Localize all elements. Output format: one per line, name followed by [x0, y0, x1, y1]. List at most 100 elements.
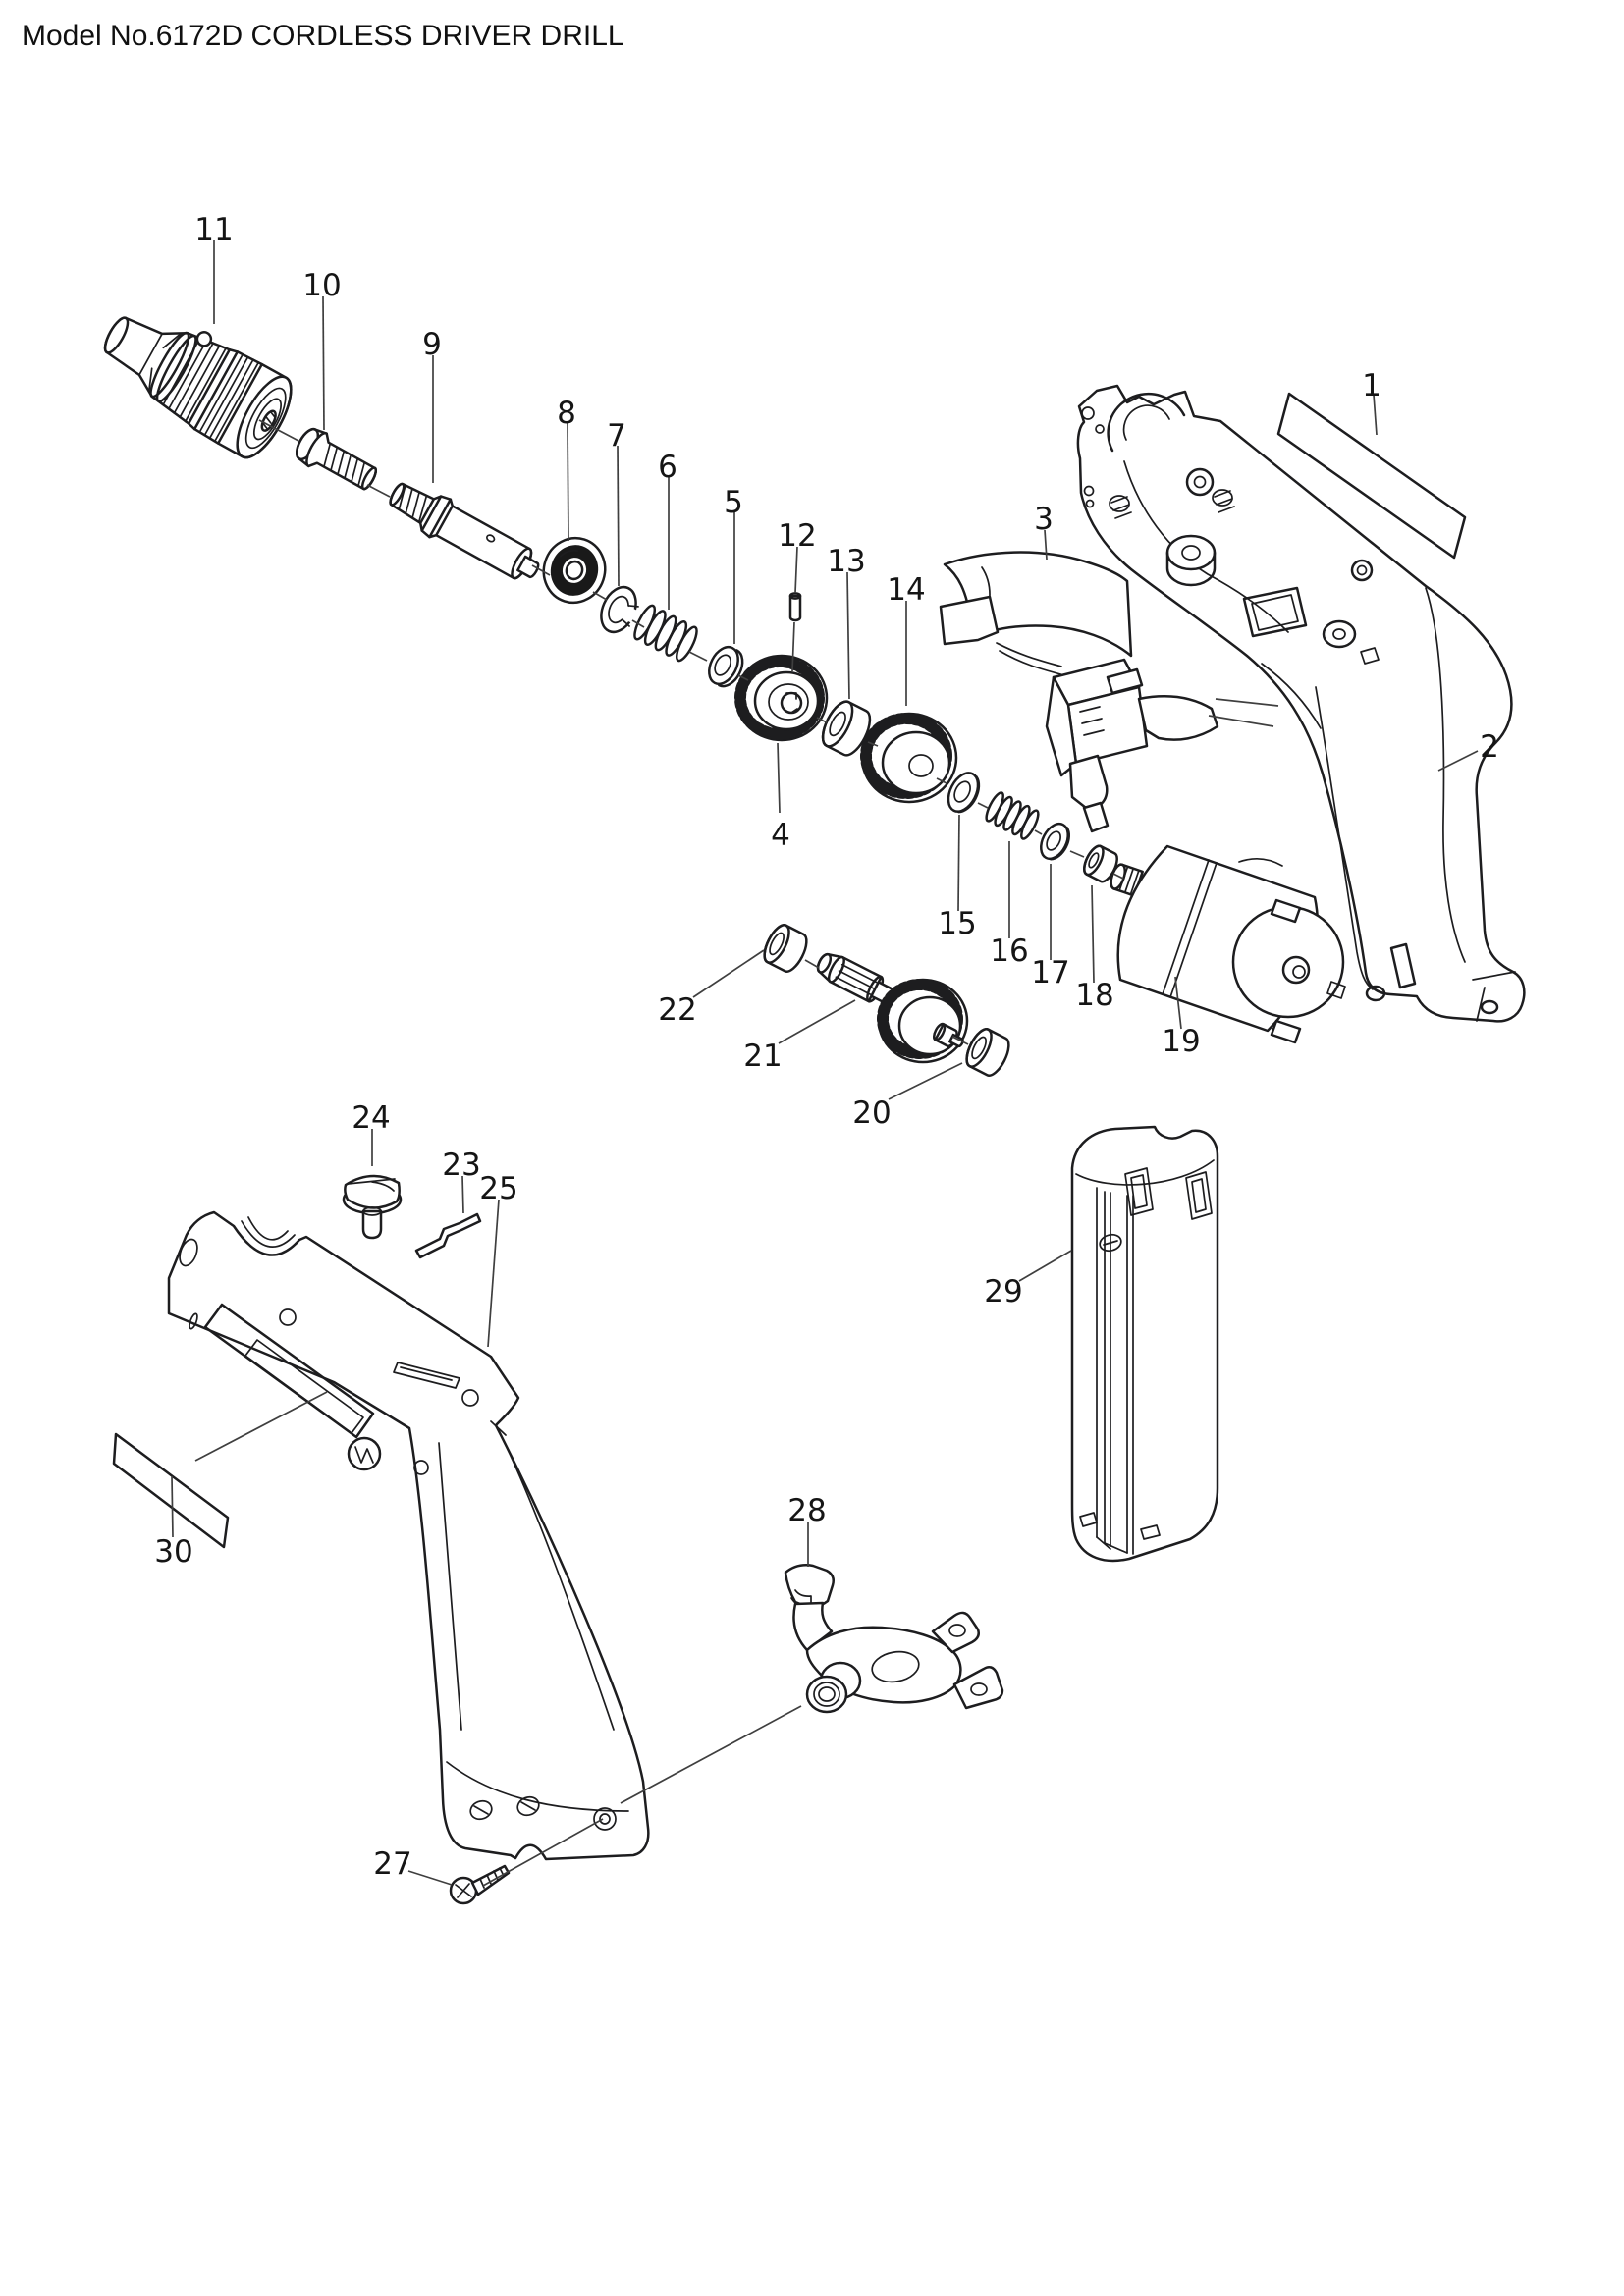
part-24-knob	[342, 1174, 403, 1240]
part-7-retaining-washer	[600, 585, 640, 634]
leader-line-part-27	[407, 1870, 453, 1886]
leader-line-part-29	[1018, 1250, 1072, 1282]
part-8-ball-bearing	[542, 536, 607, 605]
part-number-label-22: 22	[658, 992, 696, 1028]
part-number-labels: 1234567891011121314151617181920212223242…	[154, 212, 1499, 1882]
leader-line-part-20	[888, 1062, 963, 1100]
connector-line-11	[1034, 829, 1043, 835]
leader-line-part-18	[1091, 884, 1095, 984]
part-28-bracket	[784, 1564, 1004, 1714]
part-number-label-8: 8	[557, 396, 576, 431]
part-number-label-11: 11	[194, 212, 233, 247]
part-number-label-6: 6	[658, 450, 677, 485]
leader-line-part-10	[322, 295, 325, 431]
connector-line-8	[867, 741, 879, 747]
connector-line-5	[688, 651, 708, 662]
leader-line-part-2	[1437, 750, 1479, 772]
part-17-washer	[1040, 822, 1071, 861]
part-number-label-17: 17	[1031, 955, 1069, 990]
part-20-bushing	[965, 1028, 1010, 1077]
page-title: Model No.6172D CORDLESS DRIVER DRILL	[22, 20, 624, 52]
part-4-clutch-gear	[734, 654, 829, 742]
connector-line-0	[258, 419, 299, 442]
connector-line-10	[977, 802, 989, 809]
part-number-label-19: 19	[1162, 1024, 1200, 1059]
connector-line-9	[936, 777, 947, 784]
part-14-gear	[860, 712, 958, 804]
part-19-motor	[1110, 844, 1346, 1044]
part-number-label-25: 25	[479, 1171, 517, 1206]
part-21-gear-shaft	[816, 952, 969, 1064]
leader-line-part-7	[617, 445, 620, 587]
part-number-label-28: 28	[787, 1493, 826, 1528]
part-number-label-13: 13	[827, 544, 865, 579]
part-2-housing-right	[1076, 384, 1526, 1023]
leader-line-part-23	[461, 1175, 464, 1214]
part-number-label-18: 18	[1075, 978, 1113, 1013]
part-18-bushing	[1083, 844, 1118, 883]
part-number-label-10: 10	[302, 268, 341, 303]
leader-line-part-12	[794, 546, 798, 594]
part-number-label-2: 2	[1480, 729, 1499, 765]
part-6-spring	[633, 604, 698, 663]
part-number-label-23: 23	[442, 1148, 480, 1183]
part-9-spindle	[389, 482, 540, 580]
part-number-label-9: 9	[422, 327, 442, 362]
connector-line-4	[631, 619, 645, 628]
part-27-screw	[449, 1864, 511, 1905]
leader-line-part-1	[1373, 394, 1378, 436]
leader-line-part-15	[957, 814, 960, 912]
part-number-label-24: 24	[352, 1100, 390, 1136]
connector-line-13	[1112, 873, 1124, 880]
part-number-label-12: 12	[778, 518, 816, 554]
part-number-label-21: 21	[743, 1039, 782, 1074]
part-22-bushing	[763, 924, 808, 973]
part-25-housing-left	[167, 1210, 650, 1861]
connector-line-20	[1215, 698, 1279, 707]
connector-line-3	[592, 591, 608, 601]
connector-line-1	[366, 484, 391, 498]
part-number-label-4: 4	[771, 818, 790, 853]
leader-line-part-25	[487, 1199, 500, 1348]
connector-line-2	[531, 564, 551, 576]
part-16-spring	[985, 791, 1040, 840]
leader-line-part-3	[1044, 529, 1048, 561]
part-number-label-5: 5	[724, 485, 743, 520]
connector-lines	[194, 419, 1279, 1887]
leader-line-part-4	[777, 742, 781, 814]
connector-line-6	[737, 674, 749, 681]
diagram-artwork	[103, 316, 1526, 1905]
part-5-washer	[708, 645, 744, 688]
connector-line-14	[791, 621, 795, 672]
part-15-washer	[947, 772, 981, 814]
leader-line-part-30	[171, 1475, 174, 1538]
part-number-label-27: 27	[373, 1846, 411, 1882]
connector-line-18	[620, 1705, 802, 1804]
leader-line-part-19	[1174, 976, 1182, 1030]
part-30-label	[112, 1432, 230, 1549]
part-number-label-1: 1	[1362, 368, 1381, 403]
connector-line-19	[194, 1391, 328, 1462]
part-13-spacer	[821, 700, 872, 757]
connector-line-12	[1069, 850, 1085, 858]
connector-line-16	[951, 1036, 969, 1045]
connector-line-15	[804, 959, 820, 969]
leader-lines	[171, 240, 1479, 1886]
part-number-label-29: 29	[984, 1274, 1022, 1309]
part-23-pin	[414, 1212, 482, 1259]
part-10-chuck-screw	[295, 427, 378, 491]
part-number-label-15: 15	[938, 906, 976, 941]
part-11-chuck	[103, 316, 293, 459]
part-number-label-16: 16	[990, 934, 1028, 969]
part-number-label-30: 30	[154, 1534, 192, 1570]
connector-line-17	[482, 1818, 604, 1887]
connector-line-21	[1208, 715, 1274, 727]
part-number-label-20: 20	[852, 1095, 891, 1131]
part-number-label-14: 14	[887, 572, 925, 608]
connector-line-7	[816, 717, 828, 723]
part-12-pin	[788, 592, 802, 622]
part-3-switch-assembly	[939, 551, 1219, 833]
leader-line-part-13	[846, 571, 850, 700]
